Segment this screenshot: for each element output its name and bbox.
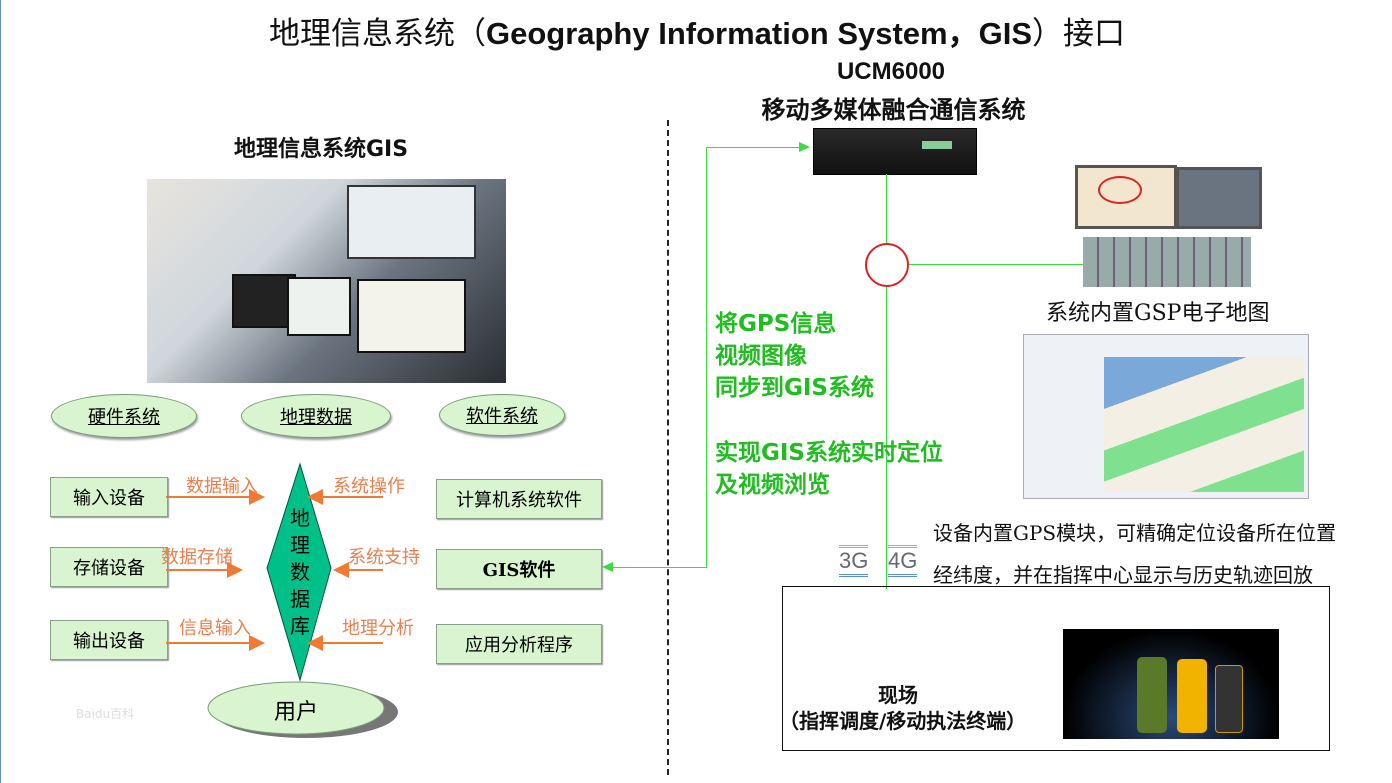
terminal-device [1177, 659, 1207, 733]
ellipse-hardware: 硬件系统 [51, 394, 197, 438]
ellipse-geodata: 地理数据 [241, 394, 391, 438]
geo-database-label: 地理数据库 [290, 506, 310, 638]
box-system-software: 计算机系统软件 [436, 479, 602, 519]
gis-map-screenshot [1023, 334, 1309, 499]
field-subtitle: （指挥调度/移动执法终端） [779, 709, 1027, 733]
control-room-photo [147, 179, 506, 383]
4g-icon: 4G [888, 545, 918, 577]
gps-desc-2: 经纬度，并在指挥中心显示与历史轨迹回放 [933, 563, 1313, 587]
sync-line: 视频图像 [715, 343, 807, 369]
divider [667, 120, 669, 775]
diagram-arrows [166, 462, 398, 738]
sync-line: 同步到GIS系统 [715, 375, 875, 401]
ellipse-software: 软件系统 [439, 394, 565, 436]
label-geo-analysis: 地理分析 [342, 618, 414, 639]
terminal-device [1215, 665, 1243, 733]
user-ellipse [207, 681, 385, 735]
label-info-input: 信息输入 [179, 618, 251, 639]
page-title: 地理信息系统（Geography Information System，GIS）… [268, 16, 1126, 52]
box-analysis-program: 应用分析程序 [436, 624, 602, 664]
connector-line [907, 264, 1085, 265]
field-title: 现场 [878, 683, 918, 707]
ucm-name: 移动多媒体融合通信系统 [761, 96, 1026, 124]
sync-line: 将GPS信息 [715, 311, 837, 337]
label-sys-op: 系统操作 [333, 476, 405, 497]
server-display [922, 141, 952, 149]
realtime-line: 实现GIS系统实时定位 [715, 440, 944, 466]
label-sys-support: 系统支持 [348, 547, 420, 568]
connector-line [706, 147, 806, 148]
user-label: 用户 [273, 700, 318, 725]
gis-heading: 地理信息系统GIS [233, 137, 409, 162]
arrowhead-icon [602, 562, 613, 572]
network-hub-icon [865, 243, 909, 287]
map-label: 系统内置GSP电子地图 [1046, 301, 1270, 326]
gps-desc-1: 设备内置GPS模块，可精确定位设备所在位置 [933, 521, 1337, 545]
map-area [1104, 357, 1304, 492]
box-output-device: 输出设备 [50, 620, 168, 660]
field-box: 现场 （指挥调度/移动执法终端） [779, 586, 1330, 751]
wall-screen [347, 185, 476, 259]
label-data-storage: 数据存储 [161, 547, 233, 568]
monitor [357, 279, 466, 353]
video-monitor [1176, 167, 1262, 229]
connector-line [706, 147, 707, 568]
label-data-input: 数据输入 [186, 476, 258, 497]
arrowhead-icon [799, 142, 810, 152]
realtime-line: 及视频浏览 [715, 472, 830, 498]
terminal-device [1137, 657, 1167, 733]
connector-line [886, 174, 887, 589]
map-monitor [1075, 165, 1177, 229]
box-gis-software: GIS软件 [436, 549, 602, 589]
realtime-text: 实现GIS系统实时定位 及视频浏览 [715, 437, 943, 501]
geo-database-diamond [266, 462, 332, 682]
console-desk [1083, 237, 1251, 287]
connector-line [613, 567, 707, 568]
sync-text: 将GPS信息 视频图像 同步到GIS系统 [715, 308, 874, 404]
box-storage-device: 存储设备 [50, 547, 168, 587]
3g-icon: 3G [839, 545, 869, 577]
watermark: Baidu百科 [76, 707, 135, 721]
box-input-device: 输入设备 [50, 477, 168, 517]
ucm-model: UCM6000 [836, 58, 946, 85]
monitor [287, 277, 351, 336]
terminals-photo [1063, 629, 1279, 739]
map-marker [1098, 176, 1142, 204]
ucm-server [813, 128, 977, 175]
